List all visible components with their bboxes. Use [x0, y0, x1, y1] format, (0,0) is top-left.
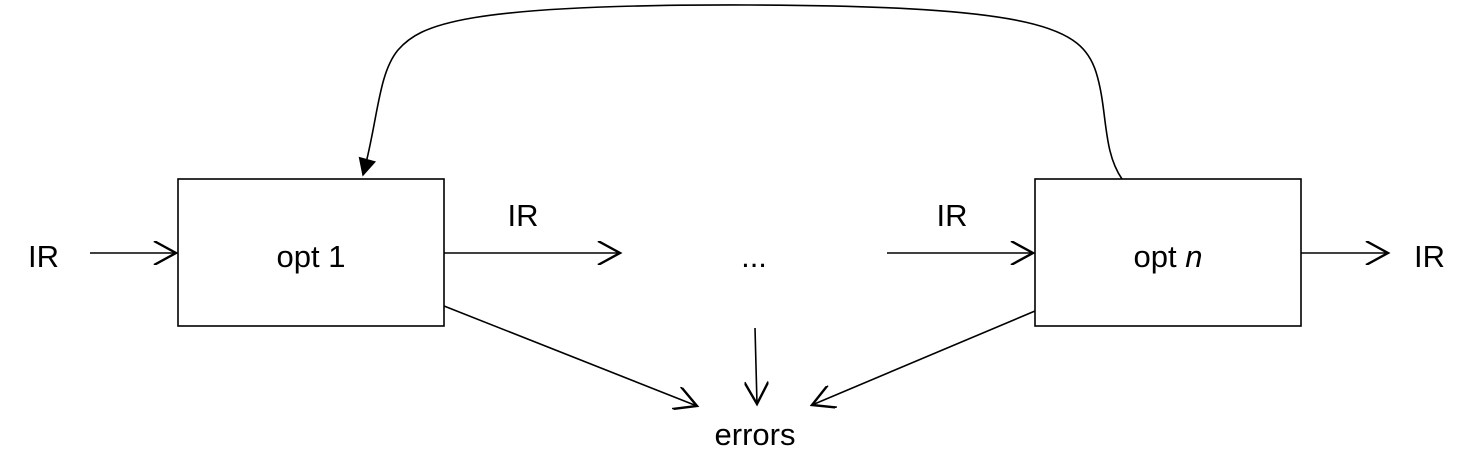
opt-1-label: opt 1 [277, 239, 346, 274]
ir-between-label-1: IR [508, 198, 539, 233]
output-ir-label: IR [1414, 239, 1445, 274]
opt-n-errors-arrow [812, 310, 1036, 405]
ellipsis-label: ... [741, 239, 767, 274]
opt-n-label: opt n [1134, 239, 1203, 274]
opt-n-box [1034, 178, 1302, 327]
opt-1-errors-arrow [443, 305, 697, 406]
errors-label: errors [715, 417, 796, 452]
opt-1-box [177, 178, 445, 327]
ir-between-label-2: IR [937, 198, 968, 233]
ellipsis-errors-arrow [755, 327, 757, 404]
input-ir-label: IR [28, 239, 59, 274]
opt-n-label-prefix: opt [1134, 239, 1186, 274]
opt-n-label-var: n [1185, 239, 1202, 274]
feedback-loop-arrow [358, 4, 1123, 180]
